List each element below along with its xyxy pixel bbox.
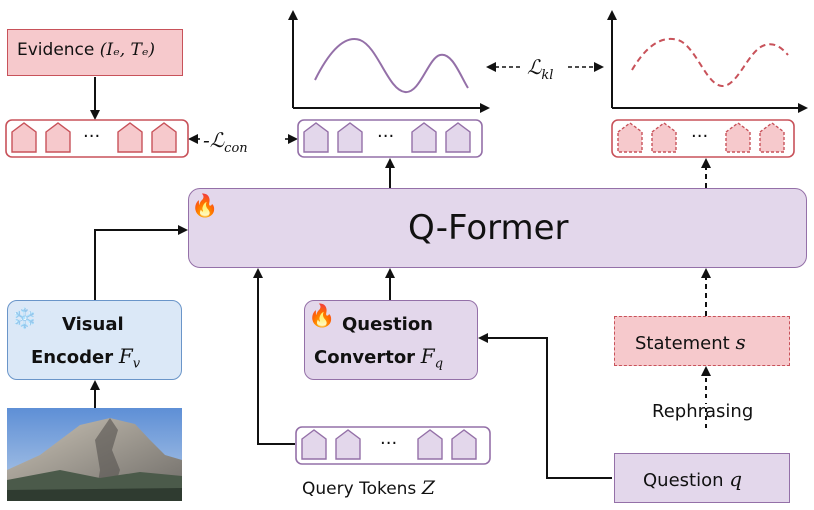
input-image [7,408,182,501]
evidence-token-ellipsis: ··· [83,126,101,147]
visual-encoder-line1: Visual [62,314,124,335]
student-tokens [303,122,471,153]
visual-encoder-box [7,300,182,380]
question-convertor-line2: Convertor Fq [314,344,444,372]
fire-icon: 🔥 [191,194,219,219]
statement-label: Statement s [635,330,746,354]
visual-encoder-line2: Encoder Fv [31,344,141,372]
query-tokens-label: Query Tokens Z [302,477,435,499]
rephrasing-label: Rephrasing [652,401,754,422]
teacher-distribution-curve [631,37,789,88]
fire-icon: 🔥 [308,304,336,329]
query-tokens [301,429,477,460]
teacher-tokens [617,122,785,153]
loss-kl-label: ℒkl [527,55,554,83]
student-distribution-curve [314,38,469,93]
evidence-box [7,29,183,76]
student-distribution-plot [288,10,490,113]
qformer-box [188,188,807,268]
evidence-tokens [11,122,177,153]
statement-box [614,316,790,366]
query-token-ellipsis: ··· [380,433,398,454]
snowflake-icon: ❄️ [12,306,37,330]
loss-con-label: -ℒcon [203,128,248,156]
question-label: Question q [643,467,743,491]
question-convertor-box [304,300,478,380]
qformer-label: Q-Former [408,208,569,248]
student-token-ellipsis: ··· [377,126,395,147]
evidence-label: Evidence (Iₑ, Tₑ) [17,40,156,60]
question-convertor-line1: Question [342,314,433,335]
teacher-token-ellipsis: ··· [691,126,709,147]
question-box [614,453,790,503]
teacher-distribution-plot [607,10,808,113]
